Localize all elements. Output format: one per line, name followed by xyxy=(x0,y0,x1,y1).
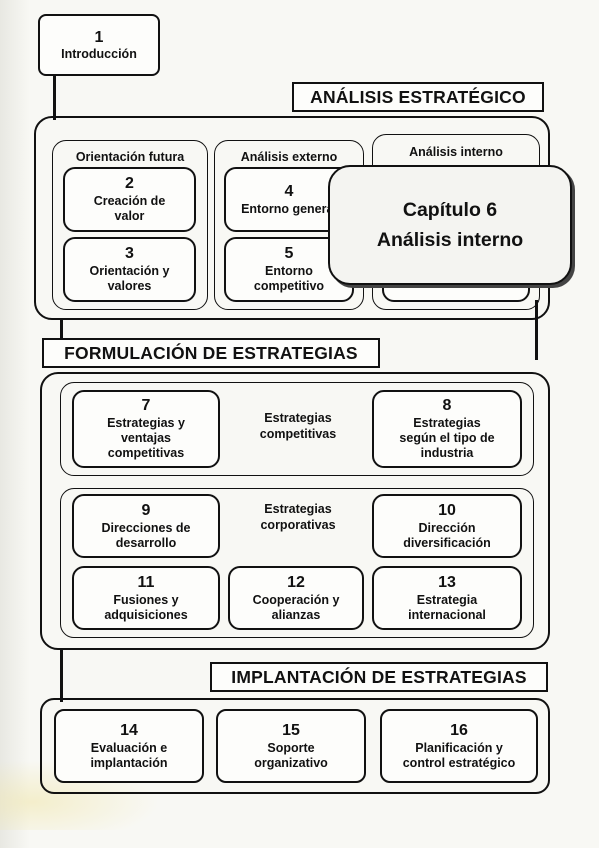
competitivas-panel xyxy=(60,382,534,476)
box-16-label: Planificación y control estratégico xyxy=(402,740,516,770)
box-14-number: 14 xyxy=(120,721,138,739)
connector-right-analysis xyxy=(535,300,538,360)
callout-line-1: Capítulo 6 xyxy=(402,198,498,221)
box-13-number: 13 xyxy=(438,573,456,591)
box-14-evaluacion-implantacion[interactable]: 14 Evaluación e implantación xyxy=(54,709,204,783)
box-5-number: 5 xyxy=(284,245,294,263)
box-10-direccion-diversificacion[interactable]: 10 Dirección diversificación xyxy=(372,494,522,558)
box-8-number: 8 xyxy=(442,397,452,415)
box-4-label: Entorno general xyxy=(241,201,337,216)
box-2-creacion-valor[interactable]: 2 Creación de valor xyxy=(63,167,196,232)
box-15-number: 15 xyxy=(282,721,300,739)
box-9-direcciones-desarrollo[interactable]: 9 Direcciones de desarrollo xyxy=(72,494,220,558)
box-7-number: 7 xyxy=(141,397,151,415)
connector-vertical-lower xyxy=(60,650,63,702)
box-2-number: 2 xyxy=(125,175,134,193)
box-13-estrategia-internacional[interactable]: 13 Estrategia internacional xyxy=(372,566,522,630)
corporativas-panel xyxy=(60,488,534,638)
box-11-label: Fusiones y adquisiciones xyxy=(104,592,188,622)
formulacion-header-text: FORMULACIÓN DE ESTRATEGIAS xyxy=(64,342,358,363)
box-15-soporte-organizativo[interactable]: 15 Soporte organizativo xyxy=(216,709,366,783)
box-8-label: Estrategias según el tipo de industria xyxy=(399,415,495,461)
orientacion-column xyxy=(52,140,208,310)
implantacion-header-text: IMPLANTACIÓN DE ESTRATEGIAS xyxy=(231,666,527,687)
analisis-header-text: ANÁLISIS ESTRATÉGICO xyxy=(310,86,526,107)
box-12-cooperacion-alianzas[interactable]: 12 Cooperación y alianzas xyxy=(228,566,364,630)
chapter-callout: Capítulo 6 Análisis interno xyxy=(328,165,572,285)
interno-title: Análisis interno xyxy=(409,145,503,159)
box-3-number: 3 xyxy=(125,245,134,263)
box-9-label: Direcciones de desarrollo xyxy=(101,520,191,550)
box-10-number: 10 xyxy=(438,501,456,519)
box-11-number: 11 xyxy=(137,573,155,591)
box-10-label: Dirección diversificación xyxy=(403,520,491,550)
implantacion-panel xyxy=(40,698,550,794)
box-14-label: Evaluación e implantación xyxy=(90,740,168,770)
box-7-label: Estrategias y ventajas competitivas xyxy=(107,415,185,461)
box-2-label: Creación de valor xyxy=(93,194,166,224)
externo-title: Análisis externo xyxy=(240,150,338,164)
formulacion-panel xyxy=(40,372,550,650)
box-13-label: Estrategia internacional xyxy=(408,592,486,622)
box-3-label: Orientación y valores xyxy=(89,264,170,294)
callout-line-2: Análisis interno xyxy=(376,229,524,251)
box-9-number: 9 xyxy=(141,501,151,519)
box-5-label: Entorno competitivo xyxy=(253,264,325,294)
box-16-number: 16 xyxy=(450,721,468,739)
intro-label: Introducción xyxy=(61,47,137,62)
box-12-label: Cooperación y alianzas xyxy=(252,592,340,622)
box-8-estrategias-industria[interactable]: 8 Estrategias según el tipo de industria xyxy=(372,390,522,468)
connector-vertical-top xyxy=(53,72,56,120)
competitivas-label: Estrategias competitivas xyxy=(259,411,337,441)
box-15-label: Soporte organizativo xyxy=(254,740,328,770)
box-7-estrategias-ventajas[interactable]: 7 Estrategias y ventajas competitivas xyxy=(72,390,220,468)
implantacion-header: IMPLANTACIÓN DE ESTRATEGIAS xyxy=(210,662,548,692)
box-4-number: 4 xyxy=(284,183,294,201)
orientacion-title: Orientación futura xyxy=(75,150,185,164)
box-3-orientacion-valores[interactable]: 3 Orientación y valores xyxy=(63,237,196,302)
analisis-header: ANÁLISIS ESTRATÉGICO xyxy=(292,82,544,112)
intro-number: 1 xyxy=(94,28,104,46)
box-16-planificacion-control[interactable]: 16 Planificación y control estratégico xyxy=(380,709,538,783)
box-11-fusiones-adquisiciones[interactable]: 11 Fusiones y adquisiciones xyxy=(72,566,220,630)
corporativas-label: Estrategias corporativas xyxy=(260,502,336,532)
box-12-number: 12 xyxy=(287,573,305,591)
intro-box[interactable]: 1 Introducción xyxy=(38,14,160,76)
scan-shadow xyxy=(0,0,30,848)
formulacion-header: FORMULACIÓN DE ESTRATEGIAS xyxy=(42,338,380,368)
